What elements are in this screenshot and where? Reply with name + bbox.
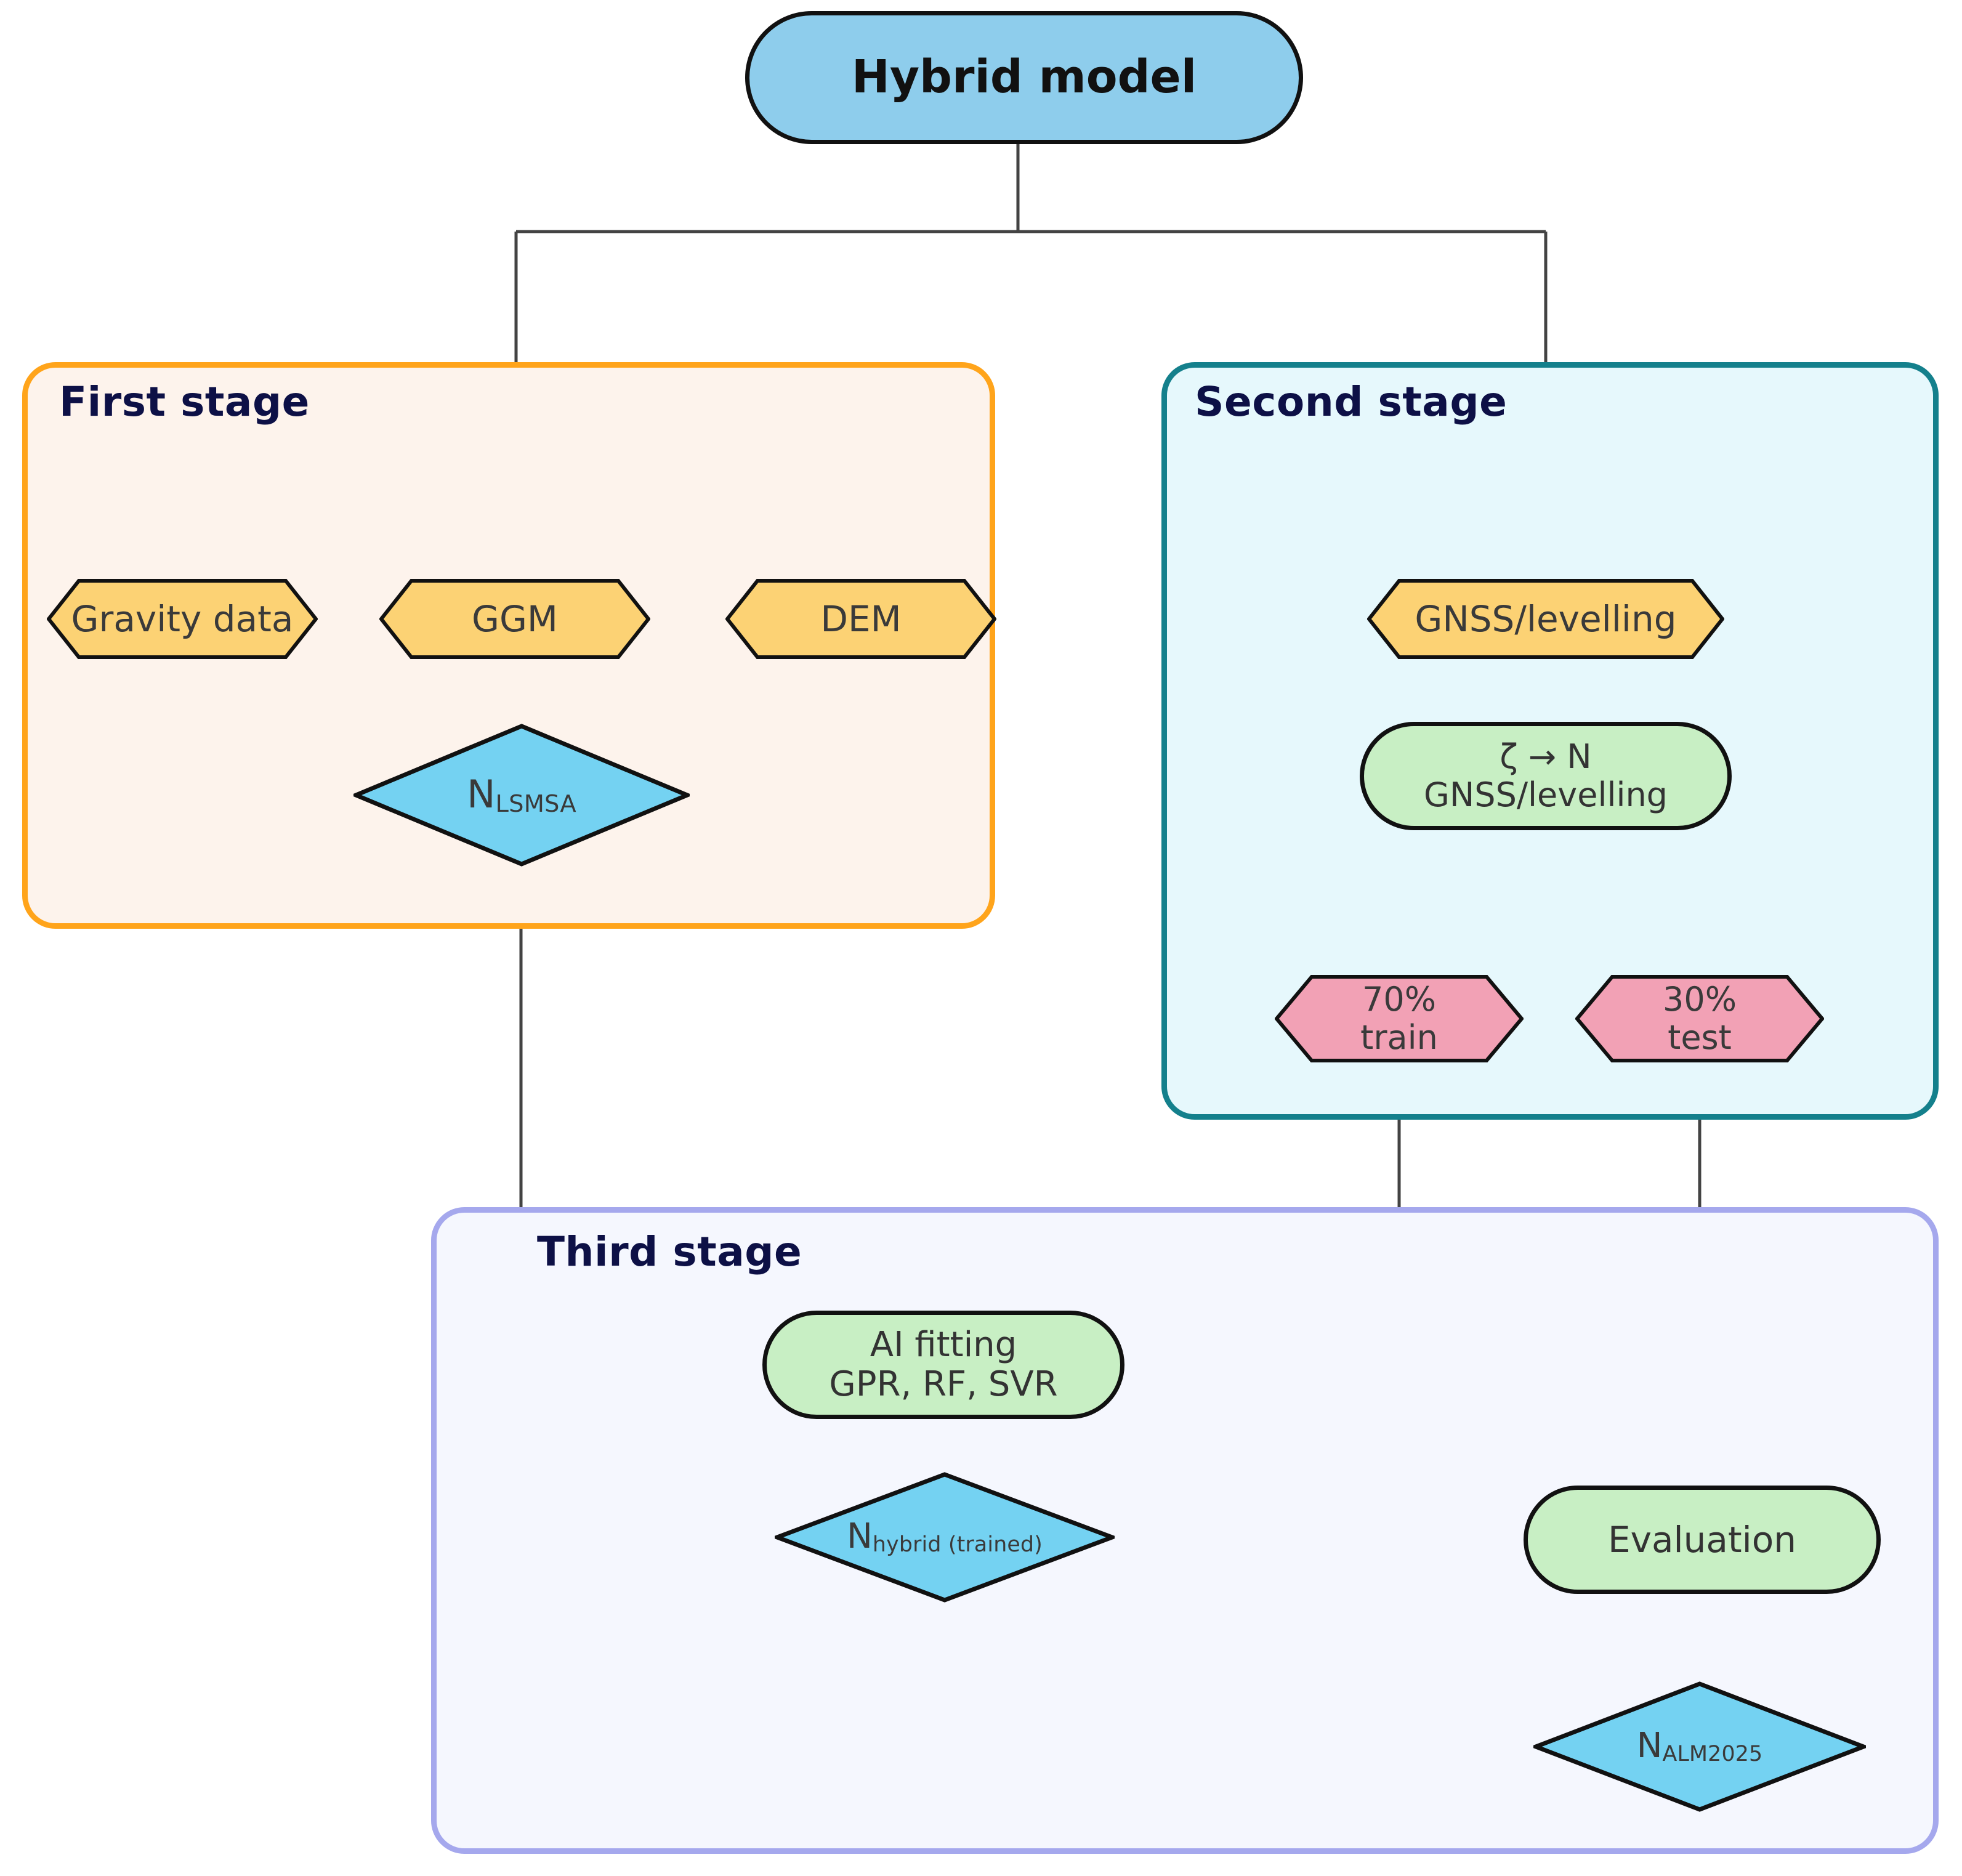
- node-n-alm2025-label: NALM2025: [1636, 1725, 1763, 1767]
- node-zeta-to-n-line2: GNSS/levelling: [1424, 775, 1668, 814]
- node-70-train-line2: train: [1360, 1018, 1438, 1057]
- node-zeta-to-n[interactable]: ζ → N GNSS/levelling: [1360, 722, 1732, 830]
- node-30-test-line1: 30%: [1662, 979, 1737, 1019]
- node-ggm-label: GGM: [472, 597, 558, 640]
- hexagon-shape: [725, 579, 996, 659]
- node-n-lsmsa-label: NLSMSA: [467, 771, 576, 818]
- node-gravity-data[interactable]: Gravity data: [47, 579, 318, 659]
- diamond-shape: [775, 1472, 1115, 1603]
- node-30-test-line2: test: [1668, 1018, 1732, 1057]
- node-n-lsmsa[interactable]: NLSMSA: [353, 724, 690, 867]
- node-hybrid-model[interactable]: Hybrid model: [745, 11, 1303, 144]
- node-evaluation-label: Evaluation: [1607, 1518, 1797, 1561]
- node-ai-fitting-line2: GPR, RF, SVR: [829, 1364, 1058, 1404]
- diamond-shape: [1533, 1681, 1866, 1812]
- node-n-hybrid-trained-subscript: hybrid (trained): [872, 1532, 1043, 1558]
- stage-third-title: Third stage: [537, 1228, 802, 1276]
- stage-second-title: Second stage: [1195, 378, 1508, 426]
- node-30-test-label: 30%test: [1575, 980, 1824, 1057]
- hexagon-shape: [47, 579, 318, 659]
- hexagon-shape: [379, 579, 650, 659]
- node-dem[interactable]: DEM: [725, 579, 996, 659]
- node-n-hybrid-trained-label: Nhybrid (trained): [847, 1516, 1043, 1558]
- node-70-train[interactable]: 70%train: [1275, 975, 1524, 1062]
- node-evaluation[interactable]: Evaluation: [1524, 1486, 1881, 1594]
- node-70-train-label: 70%train: [1275, 980, 1524, 1057]
- node-gnss-levelling-label: GNSS/levelling: [1415, 597, 1677, 640]
- node-gravity-data-label: Gravity data: [71, 597, 294, 640]
- node-n-alm2025-subscript: ALM2025: [1662, 1742, 1763, 1767]
- node-ai-fitting[interactable]: AI fitting GPR, RF, SVR: [762, 1311, 1124, 1419]
- hexagon-shape: [1367, 579, 1724, 659]
- hexagon-shape: [1575, 975, 1824, 1062]
- node-ggm[interactable]: GGM: [379, 579, 650, 659]
- node-zeta-to-n-line1: ζ → N: [1500, 737, 1592, 776]
- node-30-test[interactable]: 30%test: [1575, 975, 1824, 1062]
- node-70-train-line1: 70%: [1362, 979, 1437, 1019]
- node-gnss-levelling[interactable]: GNSS/levelling: [1367, 579, 1724, 659]
- node-hybrid-model-label: Hybrid model: [851, 51, 1197, 104]
- diamond-shape: [353, 724, 690, 867]
- node-dem-label: DEM: [820, 597, 902, 640]
- node-n-hybrid-trained[interactable]: Nhybrid (trained): [775, 1472, 1115, 1603]
- node-n-alm2025[interactable]: NALM2025: [1533, 1681, 1866, 1812]
- node-n-lsmsa-subscript: LSMSA: [495, 790, 576, 818]
- hexagon-shape: [1275, 975, 1524, 1062]
- node-ai-fitting-line1: AI fitting: [870, 1324, 1017, 1365]
- stage-first-title: First stage: [59, 378, 310, 426]
